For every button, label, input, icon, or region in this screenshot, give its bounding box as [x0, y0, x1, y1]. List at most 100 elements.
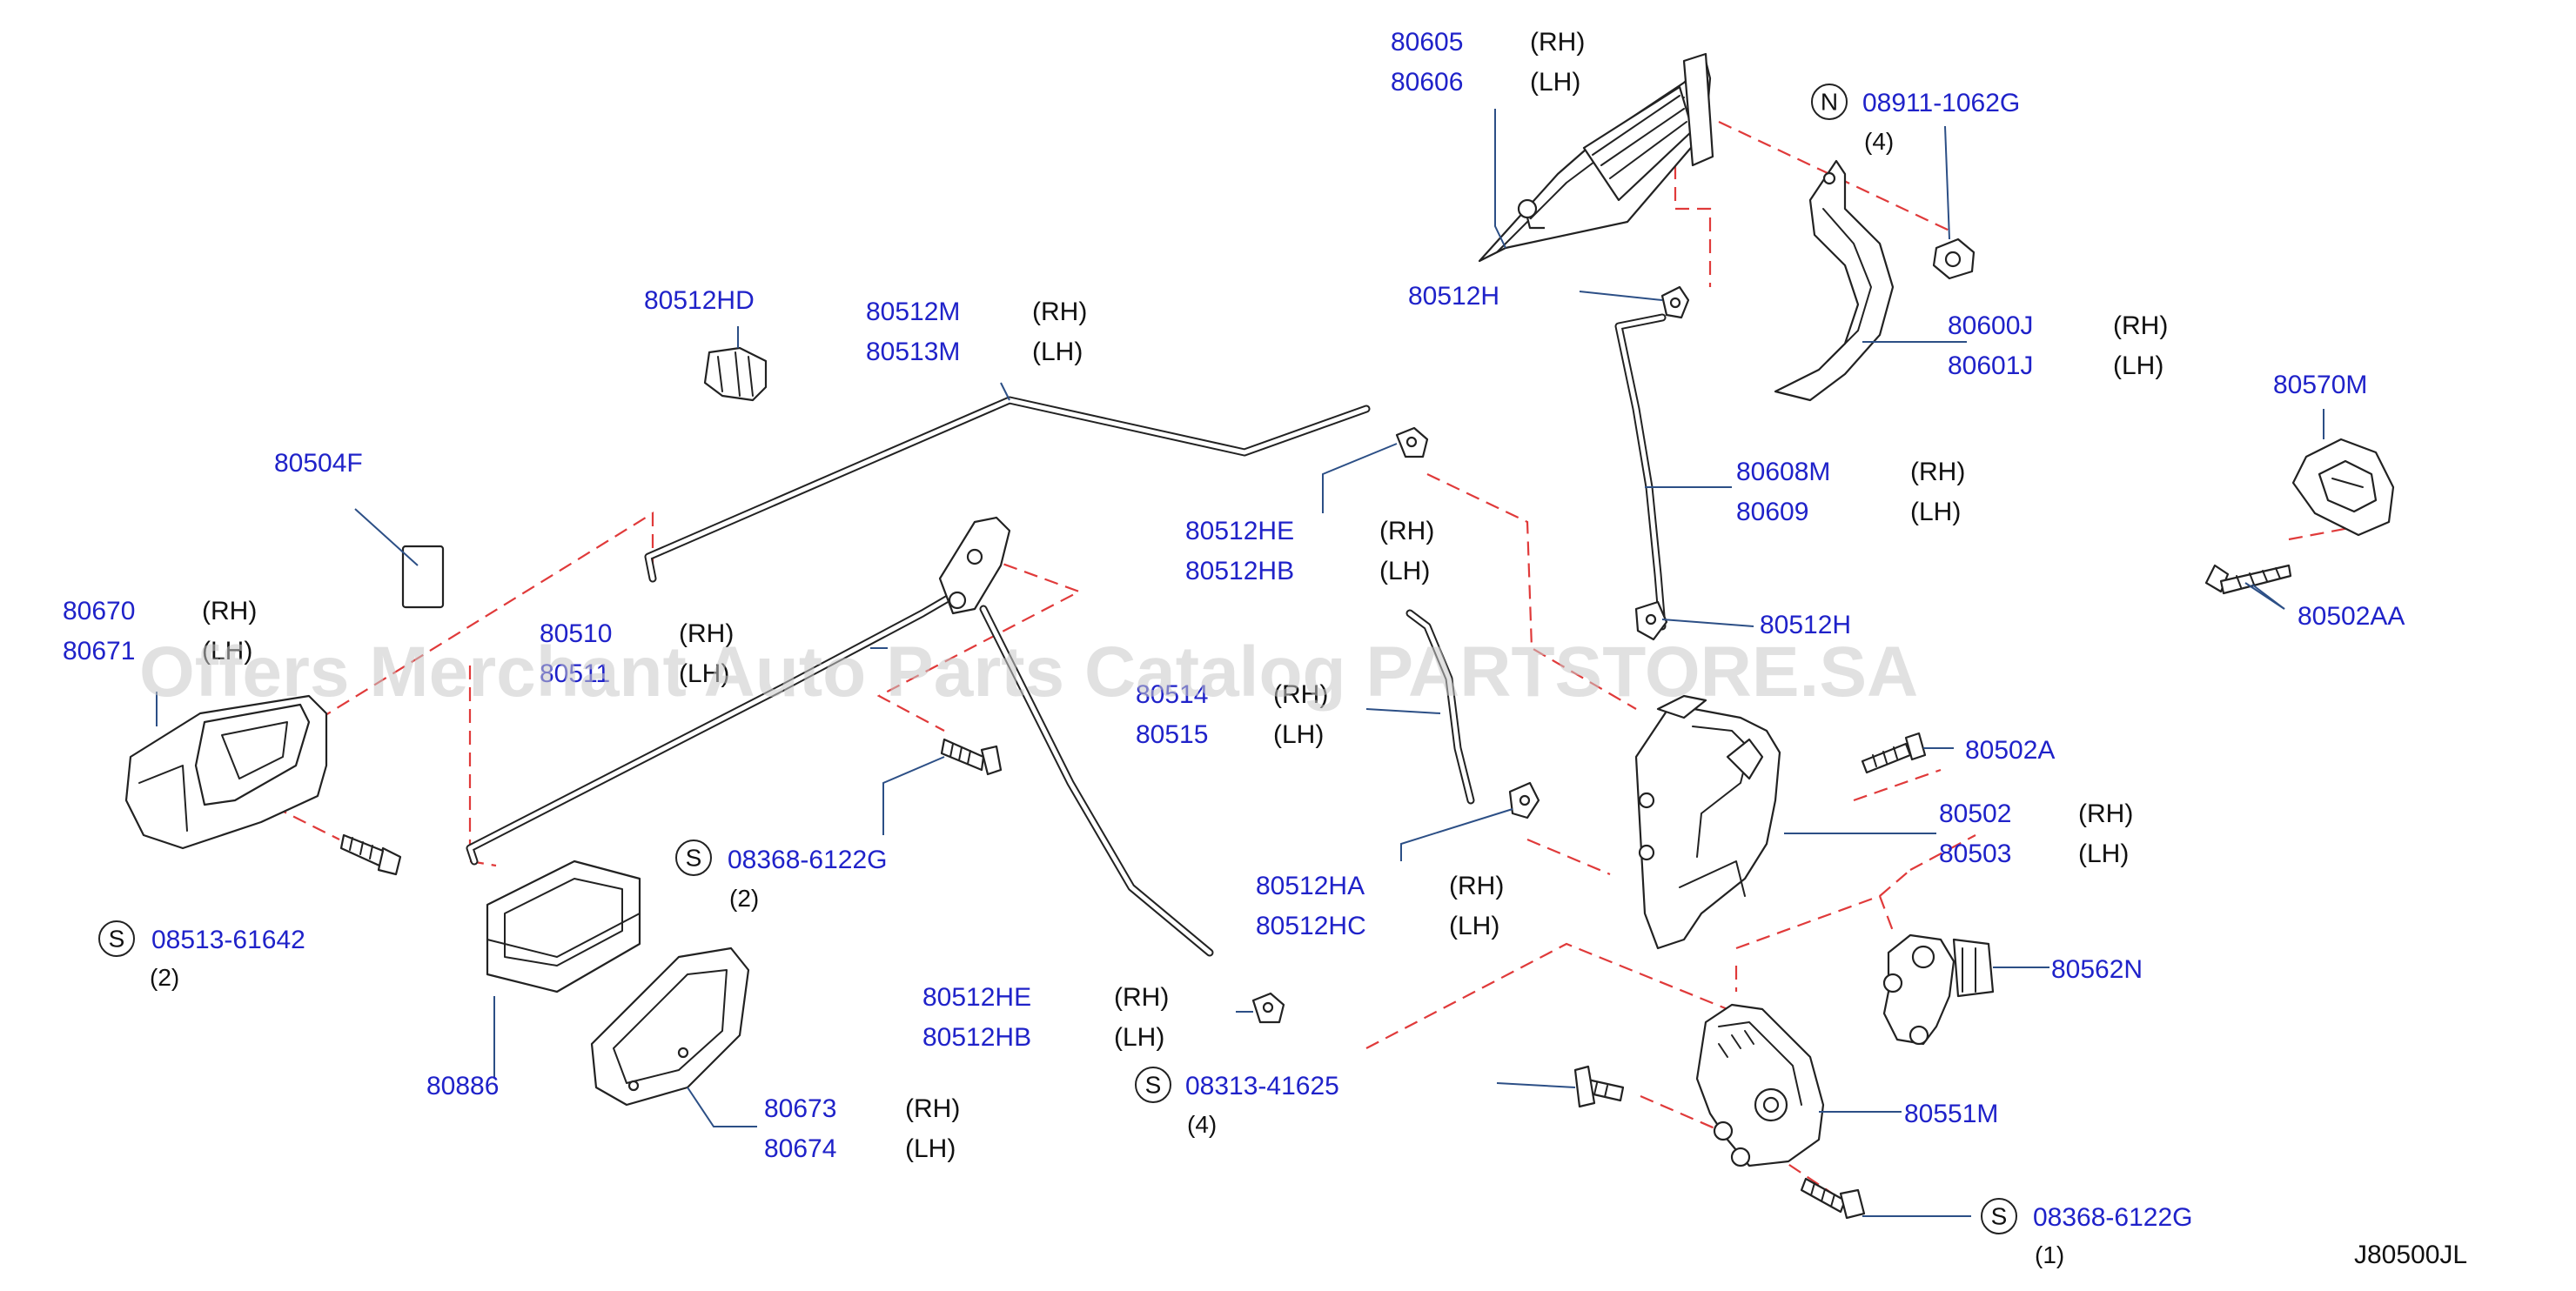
door-lock-80502 — [1634, 694, 1781, 950]
bolt-08368-lower — [1800, 1177, 1866, 1220]
bezel-80673 — [590, 947, 750, 1107]
callout-pn-80670[interactable]: 80670 — [63, 597, 135, 625]
symbol-letter-08368-upper: S — [686, 845, 702, 872]
symbol-letter-08368-lower: S — [1991, 1203, 2008, 1230]
callout-pn-80512HA[interactable]: 80512HA — [1256, 872, 1365, 900]
callout-pn-80570M[interactable]: 80570M — [2273, 371, 2367, 399]
callout-pn-08313[interactable]: 08313-41625 — [1185, 1072, 1339, 1100]
callout-qty-08911: (4) — [1864, 128, 1894, 155]
callout-pn-80551M[interactable]: 80551M — [1904, 1100, 1998, 1128]
callout-side-80503: (LH) — [2078, 839, 2129, 868]
callout-side-80515: (LH) — [1273, 720, 1324, 749]
callout-side-80502: (RH) — [2078, 799, 2133, 828]
callout-side-80514: (RH) — [1273, 680, 1328, 709]
callout-pn-80502A[interactable]: 80502A — [1965, 736, 2055, 765]
diagram-code: J80500JL — [2354, 1241, 2467, 1269]
leader-lines — [156, 109, 2324, 1217]
callout-pn-80512M[interactable]: 80512M — [866, 298, 960, 326]
callout-pn-80511[interactable]: 80511 — [540, 659, 610, 688]
switch-80562N — [1882, 933, 1995, 1046]
callout-side-80512HE-lower: (RH) — [1114, 983, 1169, 1012]
callout-pn-08911[interactable]: 08911-1062G — [1862, 89, 2020, 117]
screw-80502AA — [2204, 564, 2292, 595]
callout-pn-80562N[interactable]: 80562N — [2051, 955, 2143, 984]
callout-side-80512HC: (LH) — [1449, 912, 1499, 940]
callout-pn-80502AA[interactable]: 80502AA — [2298, 602, 2405, 631]
screw-symbol-circle-08368-upper — [675, 839, 712, 876]
nut-symbol-circle — [1811, 84, 1848, 120]
callout-pn-80504F[interactable]: 80504F — [274, 449, 363, 478]
callout-pn-80515[interactable]: 80515 — [1136, 720, 1208, 749]
callout-side-80512HB-lower: (LH) — [1114, 1023, 1164, 1052]
clip-80512HE-lower — [1251, 992, 1285, 1024]
callout-pn-80609[interactable]: 80609 — [1736, 498, 1808, 526]
clip-80512H-top — [1660, 285, 1690, 319]
callout-side-80510: (RH) — [679, 619, 734, 648]
callout-side-80605: (RH) — [1530, 28, 1585, 57]
callout-side-80513M: (LH) — [1032, 338, 1083, 366]
callout-pn-80673[interactable]: 80673 — [764, 1094, 836, 1123]
callout-side-80512HB-upper: (LH) — [1379, 557, 1430, 585]
callout-side-80671: (LH) — [202, 637, 252, 666]
callout-side-80673: (RH) — [905, 1094, 960, 1123]
watermark: Offers Merchant Auto Parts Catalog PARTS… — [139, 632, 1918, 712]
callout-pn-80605[interactable]: 80605 — [1391, 28, 1463, 57]
clip-80512HD — [703, 346, 768, 402]
callout-pn-08368-lower[interactable]: 08368-6122G — [2033, 1203, 2193, 1232]
callout-pn-80512H-mid[interactable]: 80512H — [1760, 611, 1851, 639]
clip-80512HE-upper — [1395, 426, 1429, 458]
screw-80502A — [1861, 732, 1927, 774]
callout-qty-08368-lower: (1) — [2035, 1241, 2064, 1268]
callout-side-80609: (LH) — [1910, 498, 1961, 526]
actuator-80551M — [1695, 1003, 1825, 1167]
bolt-08368-upper — [940, 738, 1003, 776]
callout-side-80511: (LH) — [679, 659, 729, 688]
callout-pn-80502[interactable]: 80502 — [1939, 799, 2011, 828]
callout-pn-80601J[interactable]: 80601J — [1948, 351, 2033, 380]
callouts: 80605 (RH) 80606 (LH) N 08911-1062G (4) … — [63, 28, 2467, 1269]
cable-rod — [979, 605, 1214, 957]
assembly-dashed-lines — [234, 121, 2359, 1197]
callout-pn-80503[interactable]: 80503 — [1939, 839, 2011, 868]
callout-pn-80600J[interactable]: 80600J — [1948, 311, 2033, 340]
callout-side-80601J: (LH) — [2113, 351, 2163, 380]
callout-qty-08513: (2) — [150, 964, 179, 991]
callout-side-80600J: (RH) — [2113, 311, 2168, 340]
callout-pn-08368-upper[interactable]: 08368-6122G — [728, 846, 888, 874]
callout-pn-80512HD[interactable]: 80512HD — [644, 286, 755, 315]
callout-side-80674: (LH) — [905, 1134, 956, 1163]
callout-pn-80512HE-upper[interactable]: 80512HE — [1185, 517, 1294, 545]
callout-pn-80512HC[interactable]: 80512HC — [1256, 912, 1366, 940]
callout-side-80512M: (RH) — [1032, 298, 1087, 326]
bracket-80600J — [1774, 159, 1895, 402]
callout-pn-80674[interactable]: 80674 — [764, 1134, 836, 1163]
callout-pn-80512HB-lower[interactable]: 80512HB — [922, 1023, 1031, 1052]
inside-handle-80670 — [124, 694, 328, 850]
striker-80570M — [2291, 438, 2395, 537]
screw-symbol-circle-08313 — [1135, 1067, 1171, 1103]
nut-08911 — [1932, 237, 1976, 280]
rod-80510 — [466, 579, 979, 866]
callout-pn-80606[interactable]: 80606 — [1391, 68, 1463, 97]
callout-pn-80513M[interactable]: 80513M — [866, 338, 960, 366]
callout-pn-80671[interactable]: 80671 — [63, 637, 135, 666]
symbol-letter-08911: N — [1821, 89, 1838, 116]
callout-pn-08513[interactable]: 08513-61642 — [151, 926, 305, 954]
callout-pn-80514[interactable]: 80514 — [1136, 680, 1208, 709]
callout-pn-80512HB-upper[interactable]: 80512HB — [1185, 557, 1294, 585]
rod-80608M — [1614, 313, 1667, 631]
screw-symbol-circle-08368-lower — [1981, 1198, 2017, 1234]
callout-side-80512HE-upper: (RH) — [1379, 517, 1434, 545]
callout-pn-80886[interactable]: 80886 — [426, 1072, 499, 1100]
callout-pn-80608M[interactable]: 80608M — [1736, 458, 1830, 486]
screw-symbol-circle-08513 — [98, 920, 135, 957]
bolt-08313 — [1573, 1065, 1625, 1108]
callout-pn-80512H-top[interactable]: 80512H — [1408, 282, 1499, 311]
clip-80512HA — [1508, 781, 1540, 819]
rod-80514 — [1405, 609, 1475, 805]
callout-side-80670: (RH) — [202, 597, 257, 625]
callout-pn-80510[interactable]: 80510 — [540, 619, 612, 648]
callout-pn-80512HE-lower[interactable]: 80512HE — [922, 983, 1031, 1012]
screw-08513 — [339, 833, 402, 876]
